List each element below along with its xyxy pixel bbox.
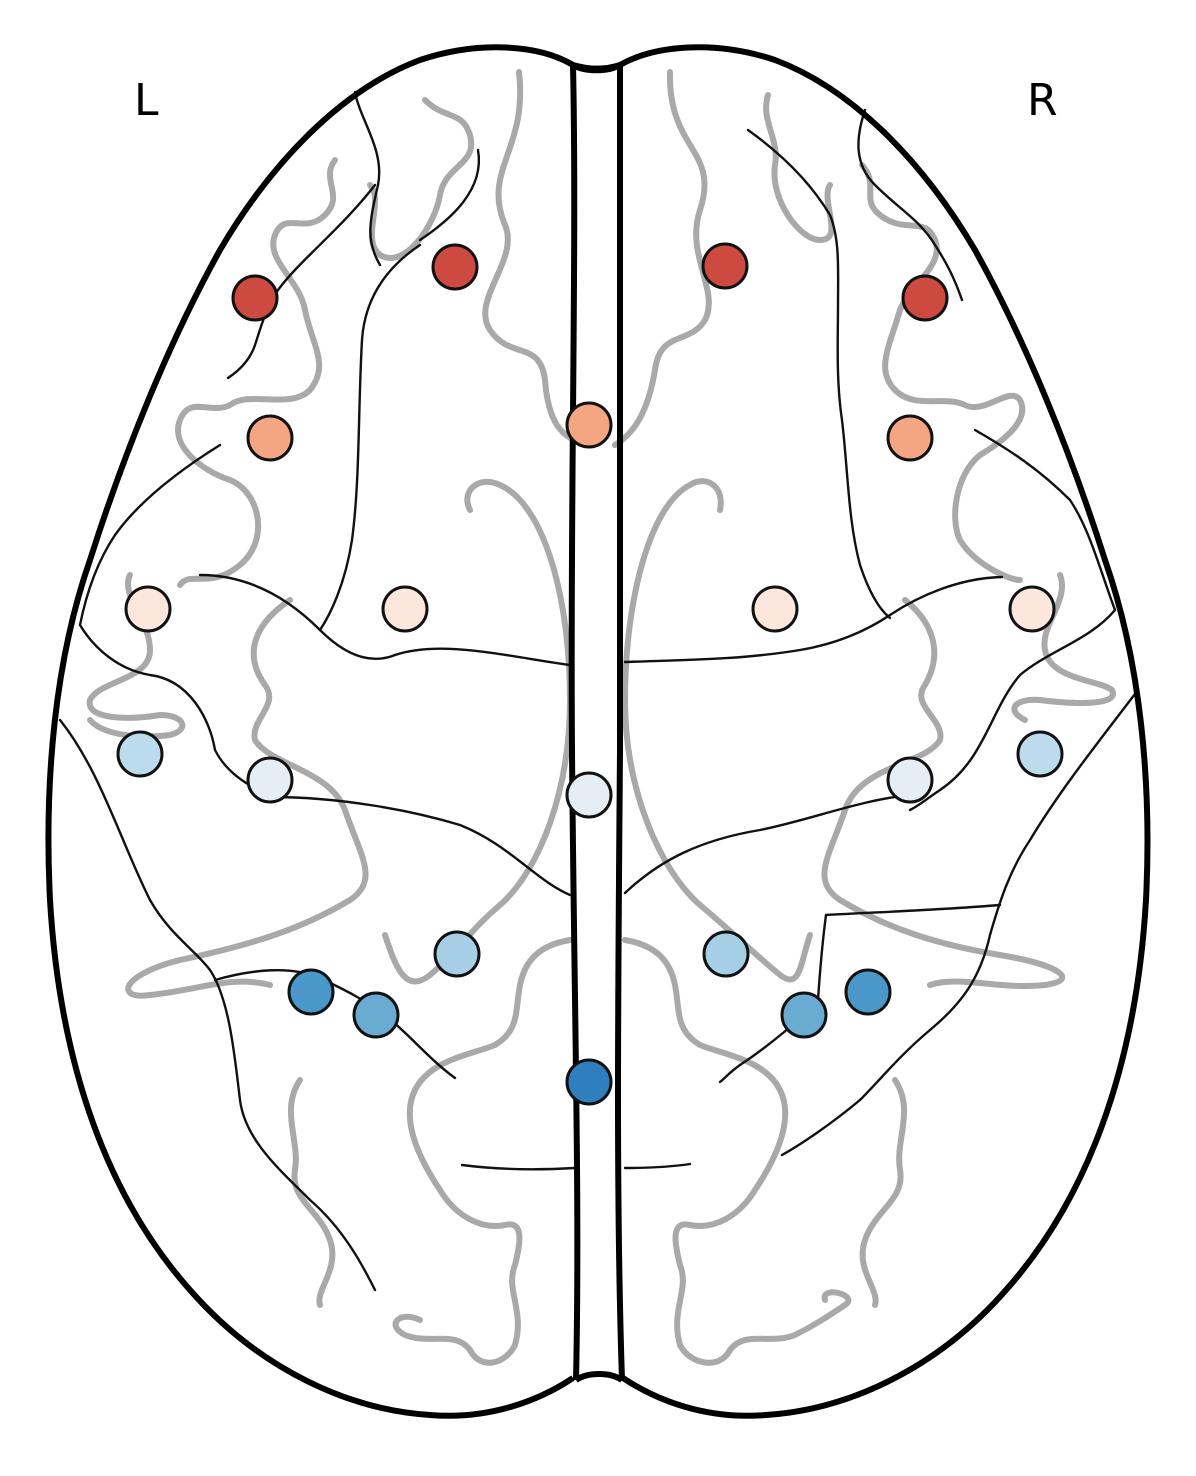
electrode-e17: [433, 930, 481, 978]
left-hemisphere-label: L: [134, 75, 159, 126]
sulcus-line: [857, 108, 964, 302]
sulcus-line: [623, 575, 1004, 664]
sulcus-line: [460, 1163, 577, 1171]
brain-outline: [45, 44, 1151, 1419]
sulcus-line: [58, 718, 377, 1292]
electrode-e7: [886, 414, 934, 462]
electrode-e4: [901, 274, 949, 322]
sulcus-line: [908, 428, 1117, 812]
frontal-notch: [571, 62, 622, 74]
electrode-e13: [246, 756, 294, 804]
sulcus-line: [198, 573, 572, 667]
electrode-e9: [381, 585, 429, 633]
gyrus-line: [482, 69, 593, 448]
electrode-e20: [352, 991, 400, 1039]
electrode-e16: [1016, 730, 1064, 778]
electrode-e14: [565, 771, 613, 819]
sulcus-line: [780, 688, 1140, 1157]
electrode-e22: [844, 968, 892, 1016]
electrode-e8: [124, 585, 172, 633]
gyrus-line: [287, 1077, 336, 1308]
gyrus-line: [622, 937, 852, 1366]
sulcus-line: [418, 148, 481, 242]
gyrus-line: [175, 157, 338, 588]
electrode-e1: [231, 274, 279, 322]
left-hemisphere-medial-edge: [568, 64, 581, 1381]
gyrus-line: [382, 478, 573, 985]
sulcus-line: [78, 443, 272, 797]
gyrus-line: [392, 937, 573, 1366]
gyrus-line: [86, 572, 186, 740]
sulcus-line: [213, 969, 457, 1080]
sulcus-line: [746, 128, 892, 620]
gyrus-line: [859, 1077, 908, 1308]
electrode-e23: [565, 1058, 613, 1106]
electrode-e19: [287, 968, 335, 1016]
sulcus-line: [353, 90, 382, 267]
right-hemisphere-medial-edge: [615, 64, 625, 1381]
sulcus-line: [268, 795, 572, 897]
electrode-e5: [246, 414, 294, 462]
gyrus-line: [125, 597, 369, 999]
electrode-e21: [780, 991, 828, 1039]
gyrus-line: [763, 92, 835, 243]
gyrus-line: [859, 162, 1026, 583]
sulci-lines: [58, 90, 1140, 1292]
sulcus-line: [318, 243, 422, 632]
electrode-e3: [701, 242, 749, 290]
electrode-e10: [751, 585, 799, 633]
sulcus-line: [623, 793, 912, 895]
electrode-e11: [1008, 585, 1056, 633]
gyri-outlines: [86, 69, 1117, 1366]
electrodes: [116, 242, 1064, 1106]
electrode-e6: [565, 401, 613, 449]
electrode-e12: [116, 730, 164, 778]
sulcus-line: [623, 1162, 692, 1170]
gyrus-line: [612, 69, 712, 448]
electrode-e2: [431, 243, 479, 291]
occipital-notch: [574, 1371, 624, 1383]
electrode-e18: [702, 930, 750, 978]
right-hemisphere-label: R: [1027, 75, 1058, 126]
gyrus-line: [367, 97, 475, 261]
gyrus-line: [821, 597, 1066, 990]
gyrus-line: [622, 478, 813, 983]
sulcus-line: [718, 903, 1002, 1084]
electrode-e15: [886, 756, 934, 804]
